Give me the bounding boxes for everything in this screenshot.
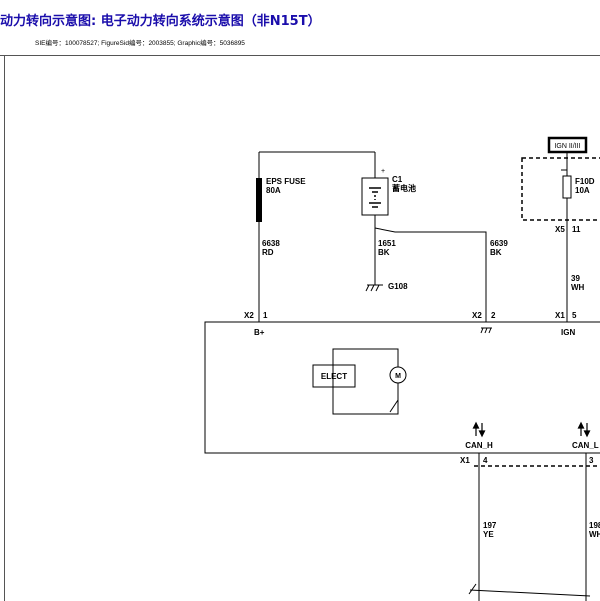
ground-label: G108 — [388, 282, 408, 291]
fuse-eps — [256, 178, 262, 222]
x1-pin5-conn: X1 — [555, 311, 565, 320]
left-border — [4, 56, 5, 601]
x5-conn: X5 — [555, 225, 565, 234]
x2-pin1-conn: X2 — [244, 311, 254, 320]
battery-plus: + — [381, 168, 385, 175]
wire-6639-color: BK — [490, 248, 502, 257]
x2-pin1-num: 1 — [263, 311, 268, 320]
motor-circuit — [332, 348, 399, 415]
wire-1651-num: 1651 — [378, 239, 396, 248]
ground-symbol-g108 — [365, 284, 383, 292]
pin-bplus-label: B+ — [254, 328, 265, 337]
x1-pin3-num: 3 — [589, 456, 594, 465]
wire-6639-num: 6639 — [490, 239, 508, 248]
ign-label-box — [547, 136, 588, 154]
x1-pin5-num: 5 — [572, 311, 577, 320]
ground-symbol-x2 — [480, 327, 492, 334]
wire-6638-color: RD — [262, 248, 274, 257]
fuse-eps-name: EPS FUSE — [266, 177, 306, 186]
header-divider — [0, 55, 600, 56]
wire-198-color: WH — [589, 530, 600, 539]
x1-pin4-conn: X1 — [460, 456, 470, 465]
wire-1651-color: BK — [378, 248, 390, 257]
pin-ign-label: IGN — [561, 328, 575, 337]
wire-39-color: WH — [571, 283, 585, 292]
wire-39-num: 39 — [571, 274, 580, 283]
x1-pin4-num: 4 — [483, 456, 488, 465]
x5-pin: 11 — [572, 225, 581, 234]
elect-box — [312, 364, 356, 388]
wire-6638-num: 6638 — [262, 239, 280, 248]
battery-ref: C1 — [392, 175, 403, 184]
fuse-f10d-name: F10D — [575, 177, 595, 186]
wire-198-num: 198 — [589, 521, 600, 530]
can-h-arrows — [472, 421, 486, 438]
ign-fuse-block — [521, 157, 600, 221]
motor-label: M — [395, 373, 401, 380]
elect-label: ELECT — [321, 372, 347, 381]
ign-label: IGN II/III — [554, 143, 580, 150]
wire-197-color: YE — [483, 530, 494, 539]
fuse-f10d-rating: 10A — [575, 186, 590, 195]
fuse-f10d — [562, 175, 572, 199]
can-h-label: CAN_H — [465, 441, 493, 450]
x2-pin2-conn: X2 — [472, 311, 482, 320]
eps-module-box — [204, 321, 600, 454]
document-ids: SIE编号：100078527; FigureSid编号：2003855; Gr… — [35, 40, 245, 47]
can-l-arrows — [577, 421, 591, 438]
battery-name: 蓄电池 — [392, 183, 416, 193]
wire-6639 — [374, 227, 487, 322]
x2-pin2-num: 2 — [491, 311, 496, 320]
wire-197-num: 197 — [483, 521, 497, 530]
can-l-label: CAN_L — [572, 441, 599, 450]
fuse-eps-rating: 80A — [266, 186, 281, 195]
page-title: 动力转向示意图: 电子动力转向系统示意图（非N15T） — [0, 14, 321, 29]
